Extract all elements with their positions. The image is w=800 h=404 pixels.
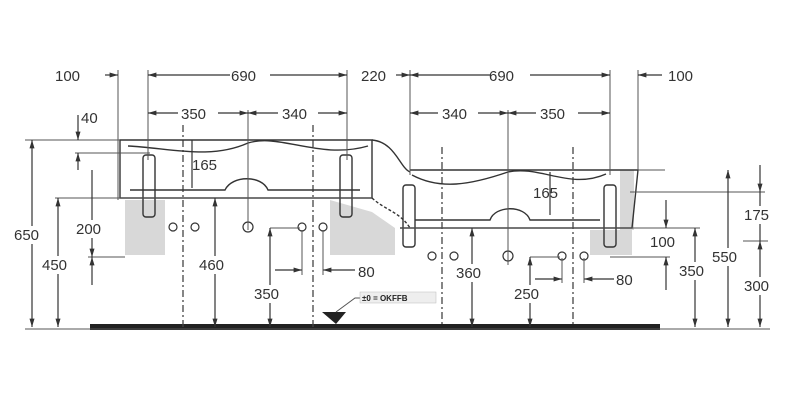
dim-top-100-left: 100	[55, 68, 80, 85]
dim-250: 250	[514, 286, 539, 303]
dim-200: 200	[76, 221, 101, 238]
dim-top-220: 220	[361, 68, 386, 85]
right-washbasin	[400, 169, 765, 248]
dim-top-690-right: 690	[489, 68, 514, 85]
floor-level-symbol	[322, 312, 346, 324]
dim-340-left: 340	[282, 106, 307, 123]
floor-level-note: ±0 = OKFFB	[362, 294, 408, 303]
dim-100: 100	[650, 234, 675, 251]
support-fills	[125, 170, 634, 255]
dim-40: 40	[81, 110, 98, 127]
dim-650: 650	[14, 227, 39, 244]
left-vertical-dimensions: 40 165 650 450 200 460 350 80	[12, 110, 375, 327]
dim-350-left: 350	[181, 106, 206, 123]
dim-350-right: 350	[679, 263, 704, 280]
right-vertical-dimensions: 165 360 250 80 100 350 550 175 300	[454, 165, 778, 327]
dim-360: 360	[456, 265, 481, 282]
dim-340-right: 340	[442, 106, 467, 123]
dim-80-left: 80	[358, 264, 375, 281]
dim-80-right: 80	[616, 272, 633, 289]
dim-550: 550	[712, 249, 737, 266]
top-dimension-row: 100 690 220 690 100	[55, 68, 693, 85]
dim-300: 300	[744, 278, 769, 295]
dim-350-right: 350	[540, 106, 565, 123]
dim-460: 460	[199, 257, 224, 274]
dim-top-690-left: 690	[231, 68, 256, 85]
dim-165-right: 165	[533, 185, 558, 202]
center-lines	[182, 125, 574, 327]
dim-175: 175	[744, 207, 769, 224]
dim-450: 450	[42, 257, 67, 274]
dim-165-left: 165	[192, 157, 217, 174]
second-dimension-row: 350 340 340 350	[148, 106, 610, 123]
floor-slab	[90, 324, 660, 330]
dim-350-left-bottom: 350	[254, 286, 279, 303]
dim-top-100-right: 100	[668, 68, 693, 85]
